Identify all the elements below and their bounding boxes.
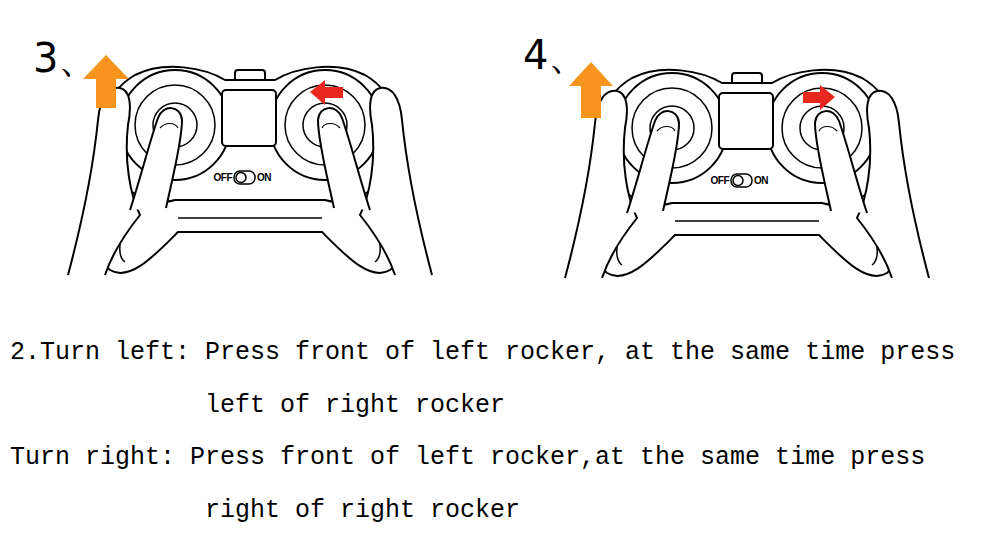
controller-left bbox=[68, 67, 432, 275]
instruction-text: Turn right: Press front of left rocker,a… bbox=[10, 431, 995, 535]
instruction-text: 2.Turn left: Press front of left rocker,… bbox=[10, 326, 995, 432]
callout-number: 3、 bbox=[33, 36, 98, 80]
switch-label: OFF bbox=[711, 175, 730, 187]
switch-label: ON bbox=[257, 172, 271, 184]
callout-number: 4、 bbox=[523, 33, 588, 77]
right-arrow bbox=[803, 85, 835, 110]
left-arrow bbox=[310, 80, 343, 105]
switch-label: ON bbox=[754, 175, 768, 187]
switch-label: OFF bbox=[214, 172, 233, 184]
controller-right bbox=[565, 70, 929, 278]
